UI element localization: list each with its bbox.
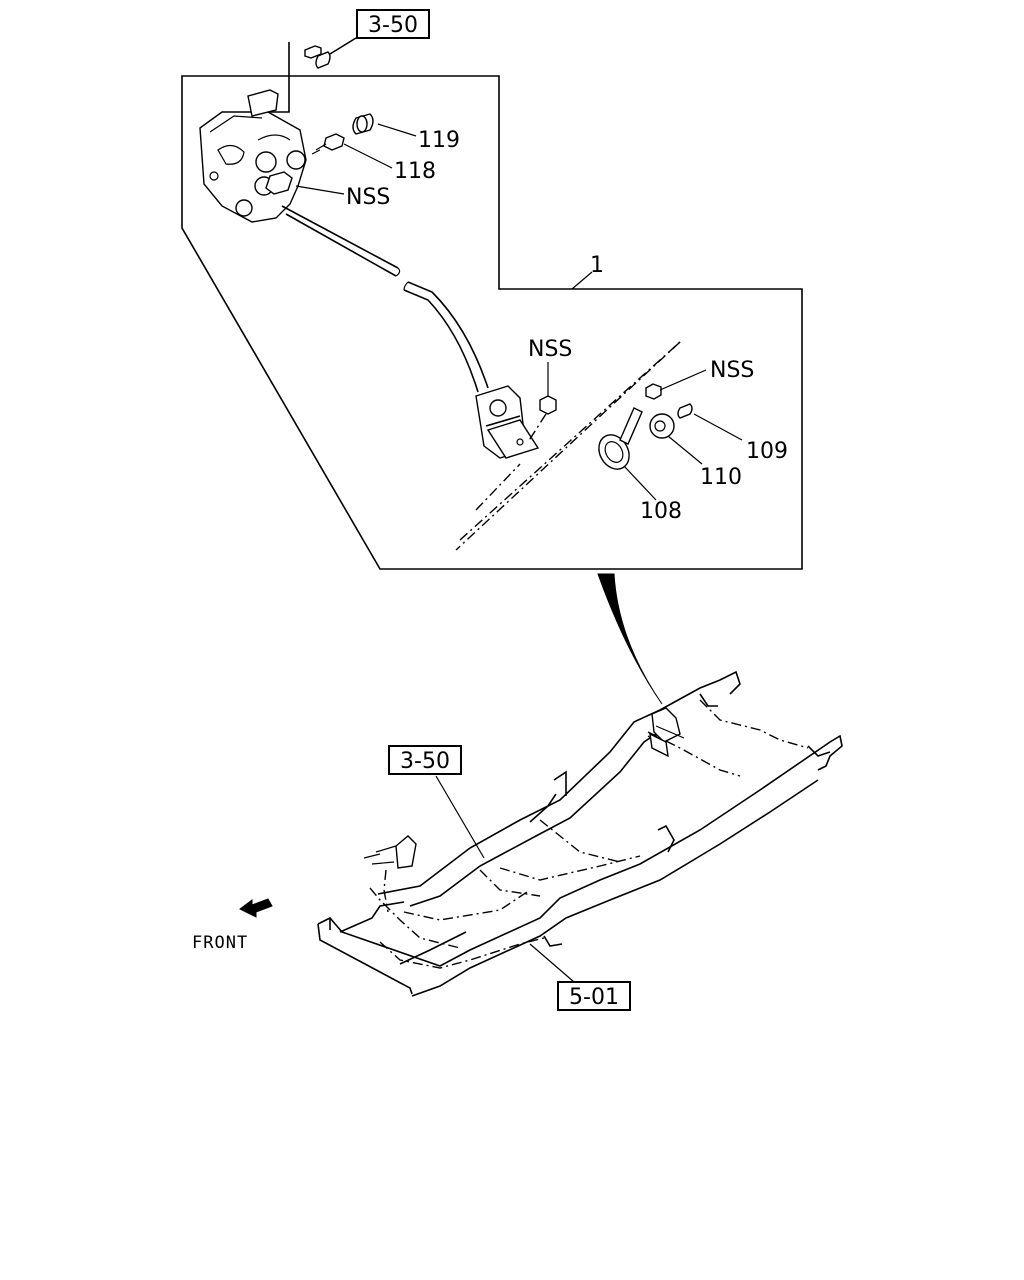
front-arrow-icon bbox=[239, 898, 273, 918]
top-bolt bbox=[260, 37, 357, 113]
part-label-nss-mid: NSS bbox=[528, 337, 572, 362]
part-label-110: 110 bbox=[700, 465, 742, 490]
part-label-nss-right: NSS bbox=[710, 358, 754, 383]
part-label-118: 118 bbox=[394, 159, 436, 184]
ref-box-501-label: 5-01 bbox=[569, 985, 619, 1010]
ref-box-top[interactable]: 3-50 bbox=[356, 9, 430, 39]
chassis-frame bbox=[317, 670, 843, 997]
nss-right[interactable]: NSS bbox=[645, 358, 754, 400]
valve-assembly bbox=[199, 89, 307, 223]
part-label-119: 119 bbox=[418, 128, 460, 153]
ref-box-frame[interactable]: 3-50 bbox=[388, 745, 485, 859]
part-label-108: 108 bbox=[640, 499, 682, 524]
part-119[interactable]: 119 bbox=[352, 113, 460, 153]
part-label-109: 109 bbox=[746, 439, 788, 464]
part-118[interactable]: 118 bbox=[311, 133, 436, 184]
front-label: FRONT bbox=[192, 933, 248, 953]
explode-line-b bbox=[459, 341, 681, 541]
detail-enclosure bbox=[181, 75, 803, 570]
link-rod bbox=[281, 205, 489, 393]
part-110[interactable]: 110 bbox=[649, 413, 742, 490]
nss-mid-nut[interactable]: NSS bbox=[527, 337, 572, 443]
explode-line-a bbox=[455, 341, 681, 551]
part-label-nss-top: NSS bbox=[346, 185, 390, 210]
explode-line-c bbox=[475, 463, 521, 511]
part-label-1: 1 bbox=[590, 253, 604, 278]
part-108[interactable]: 108 bbox=[593, 407, 682, 524]
ref-box-top-label: 3-50 bbox=[368, 13, 418, 38]
nss-top[interactable]: NSS bbox=[295, 185, 390, 210]
ref-box-frame-501[interactable]: 5-01 bbox=[529, 943, 631, 1011]
ref-box-frame-label: 3-50 bbox=[400, 749, 450, 774]
rod-bracket bbox=[475, 385, 540, 459]
part-109[interactable]: 109 bbox=[677, 403, 788, 464]
detail-pointer bbox=[597, 573, 663, 705]
front-indicator: FRONT bbox=[192, 898, 273, 953]
